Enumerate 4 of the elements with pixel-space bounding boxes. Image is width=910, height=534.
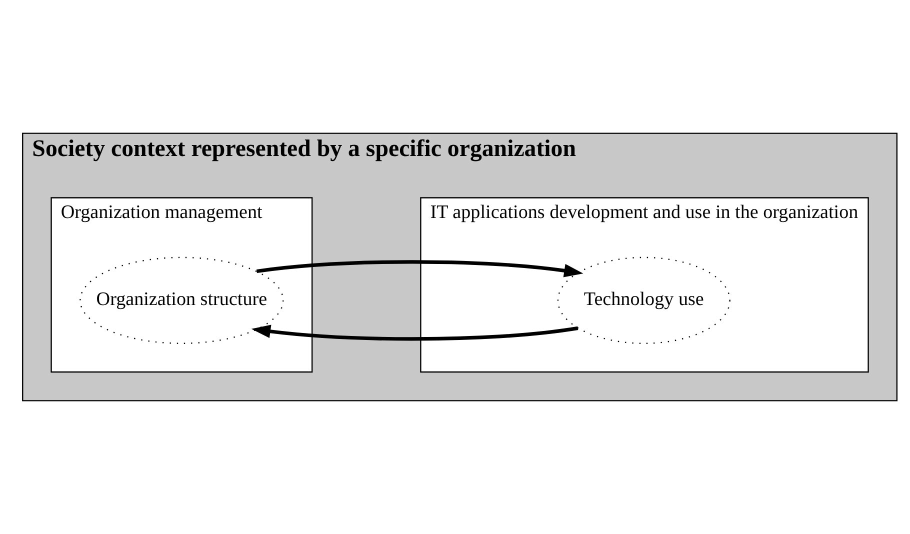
arrow xyxy=(251,324,578,341)
node-ellipse: Organization structure xyxy=(80,256,284,344)
arrow xyxy=(256,260,584,278)
node-ellipse: Technology use xyxy=(557,256,730,344)
